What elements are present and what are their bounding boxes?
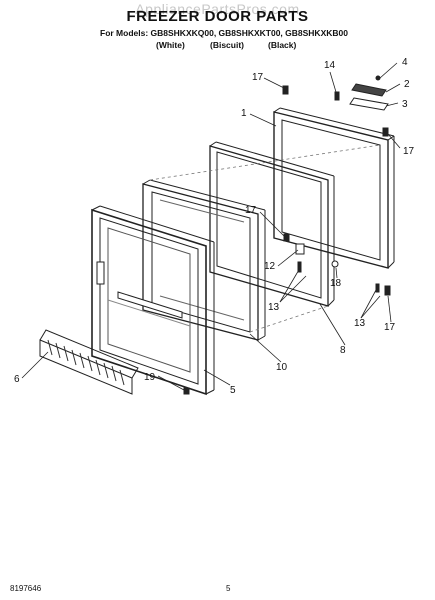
leader-lines: [21, 62, 401, 391]
callout-17-top: 17: [252, 72, 264, 83]
part-5-door-panel: [91, 205, 215, 396]
callout-4: 4: [402, 57, 408, 68]
part-1-inner-frame: [273, 107, 395, 269]
models-line: For Models: GB8SHKXKQ00, GB8SHKXKT00, GB…: [100, 28, 348, 38]
callout-13-right: 13: [354, 318, 366, 329]
callout-1: 1: [241, 108, 247, 119]
callout-17-bottom: 17: [384, 322, 396, 333]
callout-10: 10: [276, 362, 288, 373]
callout-14: 14: [324, 60, 336, 71]
variant-white: (White): [156, 40, 185, 50]
page-title: FREEZER DOOR PARTS: [126, 8, 309, 25]
fasteners: [183, 85, 391, 395]
watermark-text: AppliancePartsPros.com: [135, 1, 300, 17]
variant-black: (Black): [268, 40, 297, 50]
callout-6: 6: [14, 374, 20, 385]
page-number: 5: [226, 584, 231, 593]
callout-17-middle: 17: [245, 205, 257, 216]
callout-12: 12: [264, 261, 276, 272]
callout-19: 19: [144, 372, 156, 383]
callout-3: 3: [402, 99, 408, 110]
part-8-gasket: [209, 141, 335, 307]
callout-17-right: 17: [403, 146, 415, 157]
document-number: 8197646: [10, 584, 42, 593]
callout-13-left: 13: [268, 302, 280, 313]
part-2-hinge-cover: [349, 75, 389, 111]
variant-biscuit: (Biscuit): [210, 40, 244, 50]
callout-2: 2: [404, 79, 410, 90]
callout-5: 5: [230, 385, 236, 396]
callout-labels: 17 14 4 2 3 1 17 17 12 18 13 13 17 8 10 …: [14, 57, 415, 396]
part-6-shelf: [39, 329, 139, 395]
part-10-door-liner: [142, 179, 266, 341]
callout-8: 8: [340, 345, 346, 356]
callout-18: 18: [330, 278, 342, 289]
